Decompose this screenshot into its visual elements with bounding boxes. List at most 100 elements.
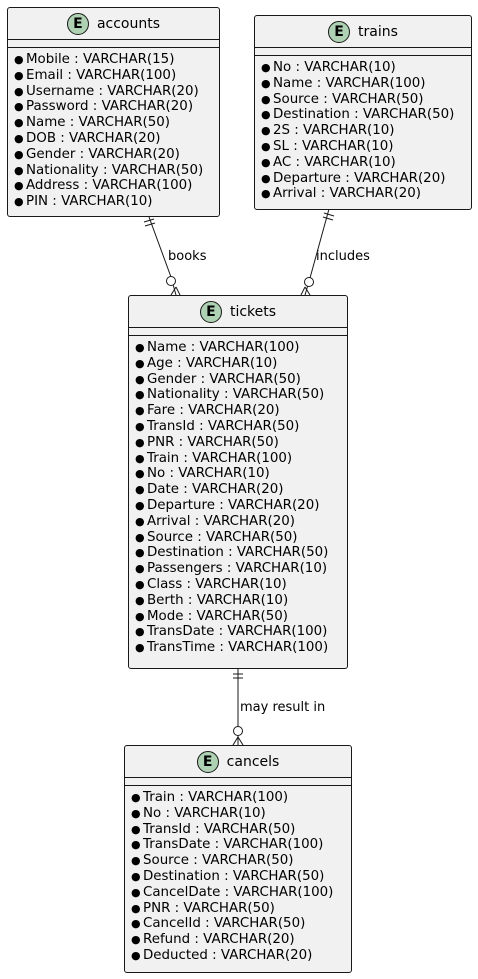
mandatory-bullet-icon: ● — [135, 341, 145, 354]
attribute-text: 2S : VARCHAR(10) — [273, 123, 395, 139]
attribute-text: Departure : VARCHAR(20) — [273, 170, 446, 186]
attribute-row: ●Name : VARCHAR(100) — [135, 340, 347, 356]
attribute-row: ●Departure : VARCHAR(20) — [261, 171, 471, 187]
attribute-row: ●PIN : VARCHAR(10) — [14, 194, 219, 210]
attribute-text: Name : VARCHAR(50) — [26, 115, 171, 131]
attribute-row: ●Fare : VARCHAR(20) — [135, 403, 347, 419]
attribute-text: TransId : VARCHAR(50) — [147, 418, 300, 434]
relationship-books-crow-2 — [175, 286, 181, 296]
relationship-books-zero-circle — [166, 276, 176, 286]
mandatory-bullet-icon: ● — [135, 593, 145, 607]
attribute-text: TransId : VARCHAR(50) — [143, 821, 296, 837]
mandatory-bullet-icon: ● — [135, 625, 145, 639]
relationship-includes-one-bar-1 — [323, 212, 335, 217]
mandatory-bullet-icon: ● — [131, 901, 141, 915]
mandatory-bullet-icon: ● — [135, 372, 145, 386]
relationship-may-result-in-crow-1 — [232, 736, 239, 746]
mandatory-bullet-icon: ● — [135, 546, 145, 560]
mandatory-bullet-icon: ● — [131, 822, 141, 836]
attribute-list: ●Train : VARCHAR(100)●No : VARCHAR(10)●T… — [125, 785, 351, 964]
attribute-text: Deducted : VARCHAR(20) — [143, 947, 313, 963]
attribute-text: Username : VARCHAR(20) — [26, 83, 199, 99]
entity-trains: E trains ●No : VARCHAR(10)●Name : VARCHA… — [254, 15, 472, 210]
entity-cancels: E cancels ●Train : VARCHAR(100)●No : VAR… — [124, 745, 352, 973]
mandatory-bullet-icon: ● — [14, 53, 24, 66]
entity-title: trains — [358, 23, 398, 40]
attribute-row: ●Age : VARCHAR(10) — [135, 356, 347, 372]
relationship-books-crow-1 — [170, 286, 177, 296]
attribute-row: ●Source : VARCHAR(50) — [131, 853, 351, 869]
attribute-row: ●Address : VARCHAR(100) — [14, 178, 219, 194]
attribute-row: ●Destination : VARCHAR(50) — [135, 545, 347, 561]
attribute-text: Arrival : VARCHAR(20) — [273, 186, 422, 202]
mandatory-bullet-icon: ● — [14, 84, 24, 98]
entity-tickets: E tickets ●Name : VARCHAR(100)●Age : VAR… — [128, 295, 348, 669]
attribute-text: Address : VARCHAR(100) — [26, 178, 193, 194]
mandatory-bullet-icon: ● — [135, 641, 145, 655]
mandatory-bullet-icon: ● — [261, 187, 271, 201]
relationship-books-label: books — [168, 249, 207, 264]
mandatory-bullet-icon: ● — [131, 791, 141, 804]
attribute-text: Source : VARCHAR(50) — [147, 529, 298, 545]
attribute-row: ●Name : VARCHAR(100) — [261, 76, 471, 92]
attribute-row: ●TransTime : VARCHAR(100) — [135, 640, 347, 656]
attribute-row: ●Source : VARCHAR(50) — [135, 530, 347, 546]
attribute-text: Destination : VARCHAR(50) — [143, 868, 325, 884]
entity-separator — [125, 777, 351, 785]
attribute-row: ●Date : VARCHAR(20) — [135, 482, 347, 498]
attribute-text: Destination : VARCHAR(50) — [273, 107, 455, 123]
mandatory-bullet-icon: ● — [131, 933, 141, 947]
attribute-row: ●TransId : VARCHAR(50) — [131, 822, 351, 838]
entity-header: E accounts — [8, 8, 219, 39]
relationship-may-result-in-label: may result in — [240, 700, 326, 715]
mandatory-bullet-icon: ● — [261, 108, 271, 122]
attribute-text: DOB : VARCHAR(20) — [26, 130, 161, 146]
attribute-text: Name : VARCHAR(100) — [147, 340, 300, 355]
attribute-row: ●No : VARCHAR(10) — [131, 806, 351, 822]
attribute-row: ●TransDate : VARCHAR(100) — [131, 837, 351, 853]
mandatory-bullet-icon: ● — [135, 530, 145, 544]
attribute-row: ●Gender : VARCHAR(20) — [14, 147, 219, 163]
attribute-text: No : VARCHAR(10) — [143, 805, 266, 821]
attribute-row: ●Nationality : VARCHAR(50) — [135, 387, 347, 403]
attribute-row: ●No : VARCHAR(10) — [261, 60, 471, 76]
attribute-row: ●Destination : VARCHAR(50) — [131, 869, 351, 885]
mandatory-bullet-icon: ● — [135, 483, 145, 497]
entity-title: tickets — [229, 303, 277, 320]
attribute-row: ●Arrival : VARCHAR(20) — [135, 514, 347, 530]
relationship-includes-label: includes — [316, 249, 370, 264]
attribute-row: ●PNR : VARCHAR(50) — [131, 901, 351, 917]
entity-icon: E — [196, 750, 219, 773]
mandatory-bullet-icon: ● — [135, 388, 145, 402]
attribute-row: ●Deducted : VARCHAR(20) — [131, 948, 351, 964]
attribute-text: AC : VARCHAR(10) — [273, 154, 396, 170]
mandatory-bullet-icon: ● — [261, 155, 271, 169]
relationship-includes-one-bar-2 — [322, 216, 334, 221]
attribute-row: ●No : VARCHAR(10) — [135, 466, 347, 482]
entity-header: E trains — [255, 16, 471, 47]
attribute-text: PIN : VARCHAR(10) — [26, 194, 153, 210]
attribute-text: Gender : VARCHAR(50) — [147, 371, 301, 387]
attribute-text: Train : VARCHAR(100) — [143, 790, 289, 805]
attribute-text: No : VARCHAR(10) — [273, 60, 396, 75]
attribute-text: Refund : VARCHAR(20) — [143, 932, 295, 948]
attribute-text: Source : VARCHAR(50) — [273, 91, 424, 107]
attribute-row: ●Class : VARCHAR(10) — [135, 577, 347, 593]
relationship-may-result-in-crow-2 — [237, 736, 244, 746]
entity-separator — [255, 47, 471, 55]
entity-separator — [8, 39, 219, 47]
attribute-text: Source : VARCHAR(50) — [143, 853, 294, 869]
attribute-text: TransDate : VARCHAR(100) — [147, 624, 328, 640]
attribute-text: PNR : VARCHAR(50) — [143, 900, 275, 916]
mandatory-bullet-icon: ● — [135, 577, 145, 591]
mandatory-bullet-icon: ● — [131, 869, 141, 883]
mandatory-bullet-icon: ● — [135, 498, 145, 512]
attribute-row: ●Departure : VARCHAR(20) — [135, 498, 347, 514]
attribute-text: Mode : VARCHAR(50) — [147, 608, 288, 624]
attribute-text: Mobile : VARCHAR(15) — [26, 52, 175, 67]
attribute-text: CancelDate : VARCHAR(100) — [143, 884, 334, 900]
mandatory-bullet-icon: ● — [261, 61, 271, 74]
relationship-includes-crow-1 — [300, 286, 306, 296]
attribute-row: ●Train : VARCHAR(100) — [131, 790, 351, 806]
mandatory-bullet-icon: ● — [131, 838, 141, 852]
